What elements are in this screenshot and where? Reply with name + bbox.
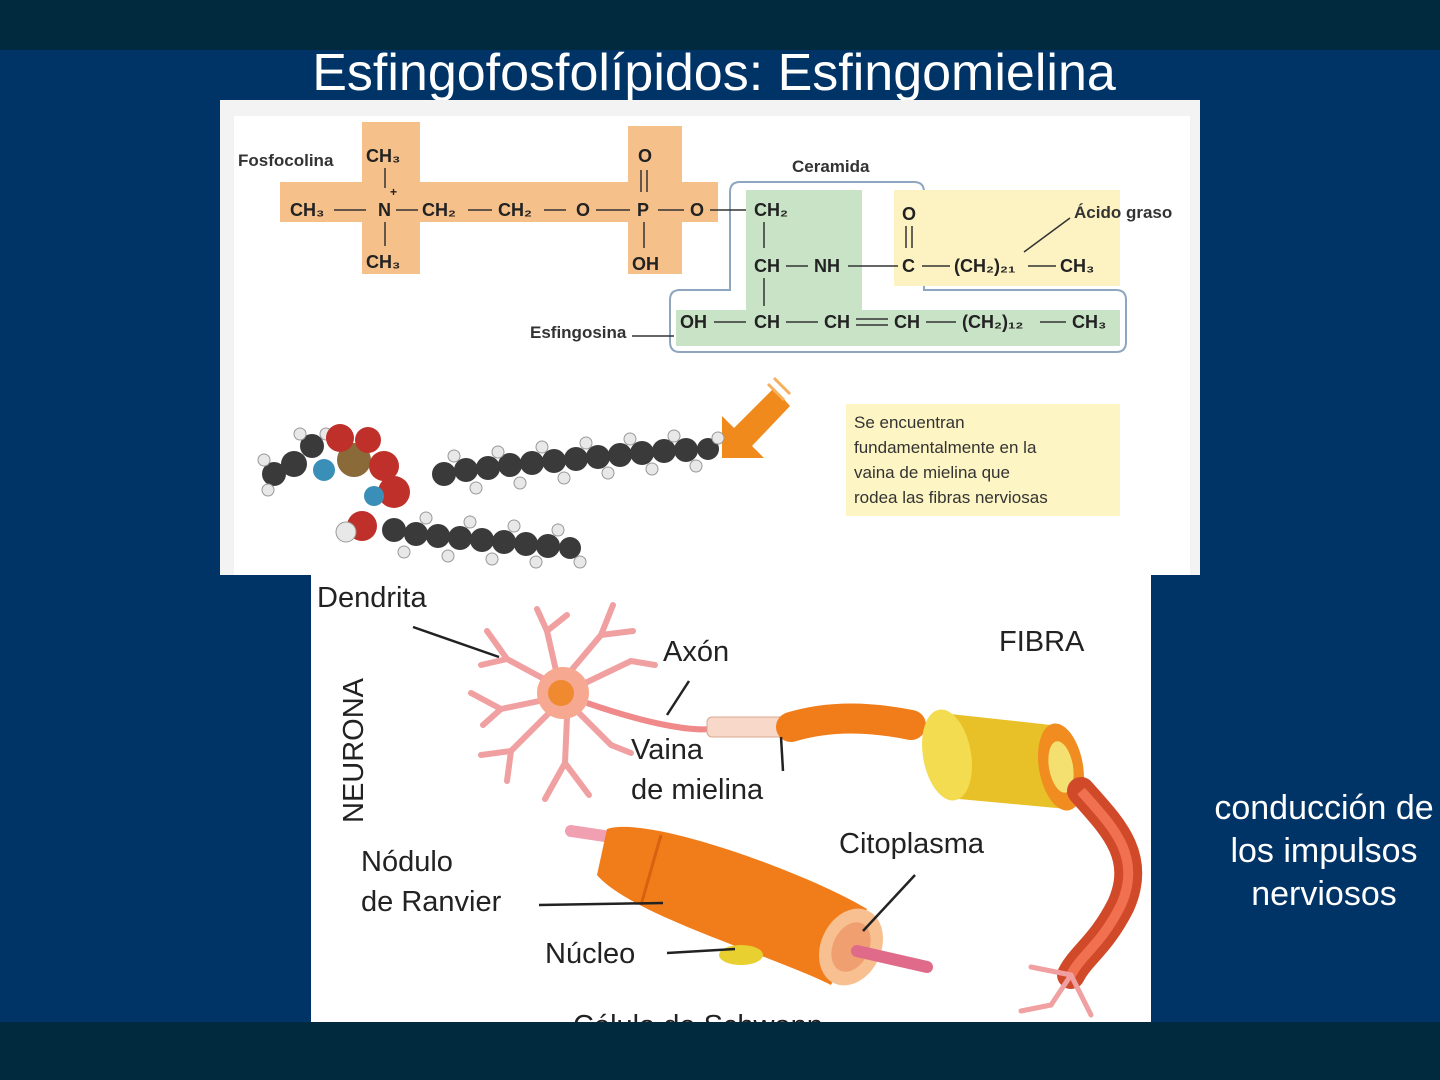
space-filling-molecule-model	[257, 424, 725, 569]
orange-arrow-icon	[722, 376, 792, 458]
pointer-dendrita	[412, 625, 500, 659]
note-line-3: nerviosos	[1251, 875, 1397, 913]
label-ceramida: Ceramida	[792, 157, 870, 176]
atom-oh: OH	[680, 312, 707, 332]
atom-ch2-a: CH₂	[422, 200, 456, 220]
nucleus-soma	[548, 680, 574, 706]
label-acido-graso: Ácido graso	[1074, 203, 1172, 222]
label-esfingosina: Esfingosina	[530, 323, 627, 342]
callout-line-3: vaina de mielina que	[854, 463, 1010, 482]
atom-ch3-bottom: CH₃	[366, 252, 400, 272]
side-note: conducción de los impulsos nerviosos	[1205, 787, 1440, 916]
label-schwann: Célula de Schwann	[573, 1010, 823, 1022]
phosphocholine-region	[280, 122, 718, 274]
label-fibra: FIBRA	[999, 626, 1085, 658]
label-axon: Axón	[663, 636, 729, 668]
atom-nh: NH	[814, 256, 840, 276]
axon-terminals	[1018, 964, 1094, 1018]
callout-line-1: Se encuentran	[854, 413, 965, 432]
atom-ch3-left: CH₃	[290, 200, 324, 220]
sphingosine-region	[676, 190, 1120, 346]
slide-title: Esfingofosfolípidos: Esfingomielina	[312, 44, 1116, 102]
atom-o-b: O	[690, 200, 704, 220]
atom-ch2-c: CH₂	[754, 200, 788, 220]
callout-line-2: fundamentalmente en la	[854, 438, 1037, 457]
callout-box	[846, 404, 1120, 516]
note-line-2: los impulsos	[1230, 832, 1418, 870]
pointer-axon	[665, 680, 691, 716]
atom-o-a: O	[576, 200, 590, 220]
nerve-fiber-core	[1066, 787, 1134, 978]
neuron-figure-svg: Dendrita NEURONA Axón FIBRA Vaina de mie…	[317, 582, 1143, 1042]
atom-ch-1: CH	[754, 312, 780, 332]
atom-ch2-12: (CH₂)₁₂	[962, 312, 1023, 332]
atom-ch-mid: CH	[754, 256, 780, 276]
callout-line-4: rodea las fibras nerviosas	[854, 488, 1048, 507]
label-nucleo: Núcleo	[545, 938, 635, 970]
atom-c: C	[902, 256, 915, 276]
atom-ch3-fa: CH₃	[1060, 256, 1094, 276]
atom-ch-3: CH	[894, 312, 920, 332]
pointer-nodulo	[538, 901, 664, 907]
sphingomyelin-structure-svg: Fosfocolina Ceramida Ácido graso Esfingo…	[238, 122, 1172, 569]
axon	[586, 700, 712, 733]
atom-oh-p: OH	[632, 254, 659, 274]
label-citoplasma: Citoplasma	[839, 828, 985, 860]
label-vaina-1: Vaina	[631, 734, 704, 766]
label-vaina-2: de mielina	[631, 774, 764, 806]
label-fosfocolina: Fosfocolina	[238, 151, 334, 170]
atom-ch2-b: CH₂	[498, 200, 532, 220]
pointer-vaina	[779, 736, 785, 772]
sphingomyelin-structure-figure: Fosfocolina Ceramida Ácido graso Esfingo…	[220, 100, 1200, 575]
atom-ch2-21: (CH₂)₂₁	[954, 256, 1015, 276]
myelin-segment	[776, 703, 926, 742]
atom-p: P	[637, 200, 649, 220]
atom-o-top: O	[638, 146, 652, 166]
label-nodulo-2: de Ranvier	[361, 886, 502, 918]
top-band	[0, 0, 1440, 50]
neuron-cell-body	[468, 602, 658, 802]
bottom-band	[0, 1022, 1440, 1080]
atom-n-plus: +	[390, 185, 397, 199]
atom-ch3-top: CH₃	[366, 146, 400, 166]
label-neurona: NEURONA	[338, 677, 370, 823]
label-nodulo-1: Nódulo	[361, 846, 453, 878]
atom-n: N	[378, 200, 391, 220]
atom-ch-2: CH	[824, 312, 850, 332]
atom-ch3-end: CH₃	[1072, 312, 1106, 332]
neuron-figure: Dendrita NEURONA Axón FIBRA Vaina de mie…	[311, 575, 1151, 1042]
atom-o-carbonyl: O	[902, 204, 916, 224]
schwann-cell-cylinder	[922, 709, 1084, 811]
fatty-acid-region	[894, 190, 1120, 286]
pointer-acido-graso	[1023, 217, 1071, 253]
pointer-nucleo	[666, 947, 736, 955]
pointer-citoplasma	[862, 874, 916, 932]
note-line-1: conducción de	[1214, 789, 1434, 827]
label-dendrita: Dendrita	[317, 582, 427, 614]
